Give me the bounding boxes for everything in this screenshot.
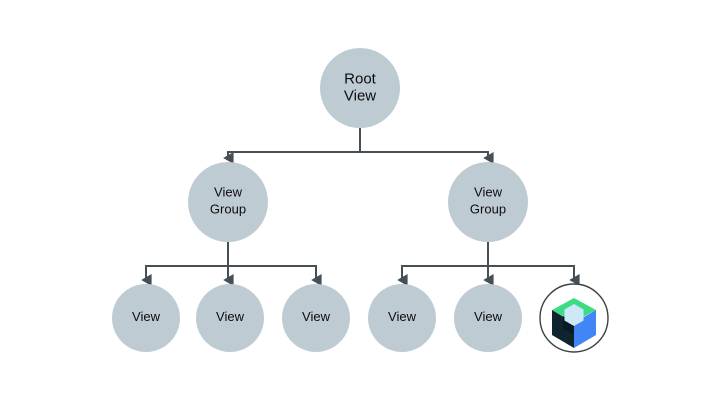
edge-group-left-to-leaf-1 <box>141 242 229 286</box>
node-leaf-1[interactable]: View <box>112 284 180 352</box>
node-circle-group-left[interactable] <box>188 162 268 242</box>
node-leaf-4[interactable]: View <box>368 284 436 352</box>
node-circle-leaf-2[interactable] <box>196 284 264 352</box>
node-circle-leaf-3[interactable] <box>282 284 350 352</box>
node-label-leaf-4: View <box>388 309 417 324</box>
node-leaf-5[interactable]: View <box>454 284 522 352</box>
edge-group-left-to-leaf-3 <box>227 242 322 286</box>
jetpack-compose-logo-icon <box>552 298 596 348</box>
edges-layer <box>141 128 580 286</box>
node-leaf-3[interactable]: View <box>282 284 350 352</box>
node-leaf-2[interactable]: View <box>196 284 264 352</box>
node-circle-group-right[interactable] <box>448 162 528 242</box>
node-circle-leaf-5[interactable] <box>454 284 522 352</box>
edge-root-to-group-right <box>359 128 494 164</box>
node-circle-root[interactable] <box>320 48 400 128</box>
node-circle-leaf-1[interactable] <box>112 284 180 352</box>
node-label-leaf-5: View <box>474 309 503 324</box>
node-label-leaf-3: View <box>302 309 331 324</box>
node-circle-leaf-4[interactable] <box>368 284 436 352</box>
node-label-leaf-1: View <box>132 309 161 324</box>
edge-group-right-to-leaf-compose <box>487 242 580 286</box>
edge-root-to-group-left <box>223 128 361 164</box>
edge-group-right-to-leaf-4 <box>397 242 489 286</box>
node-label-leaf-2: View <box>216 309 245 324</box>
node-leaf-compose[interactable] <box>539 283 609 353</box>
